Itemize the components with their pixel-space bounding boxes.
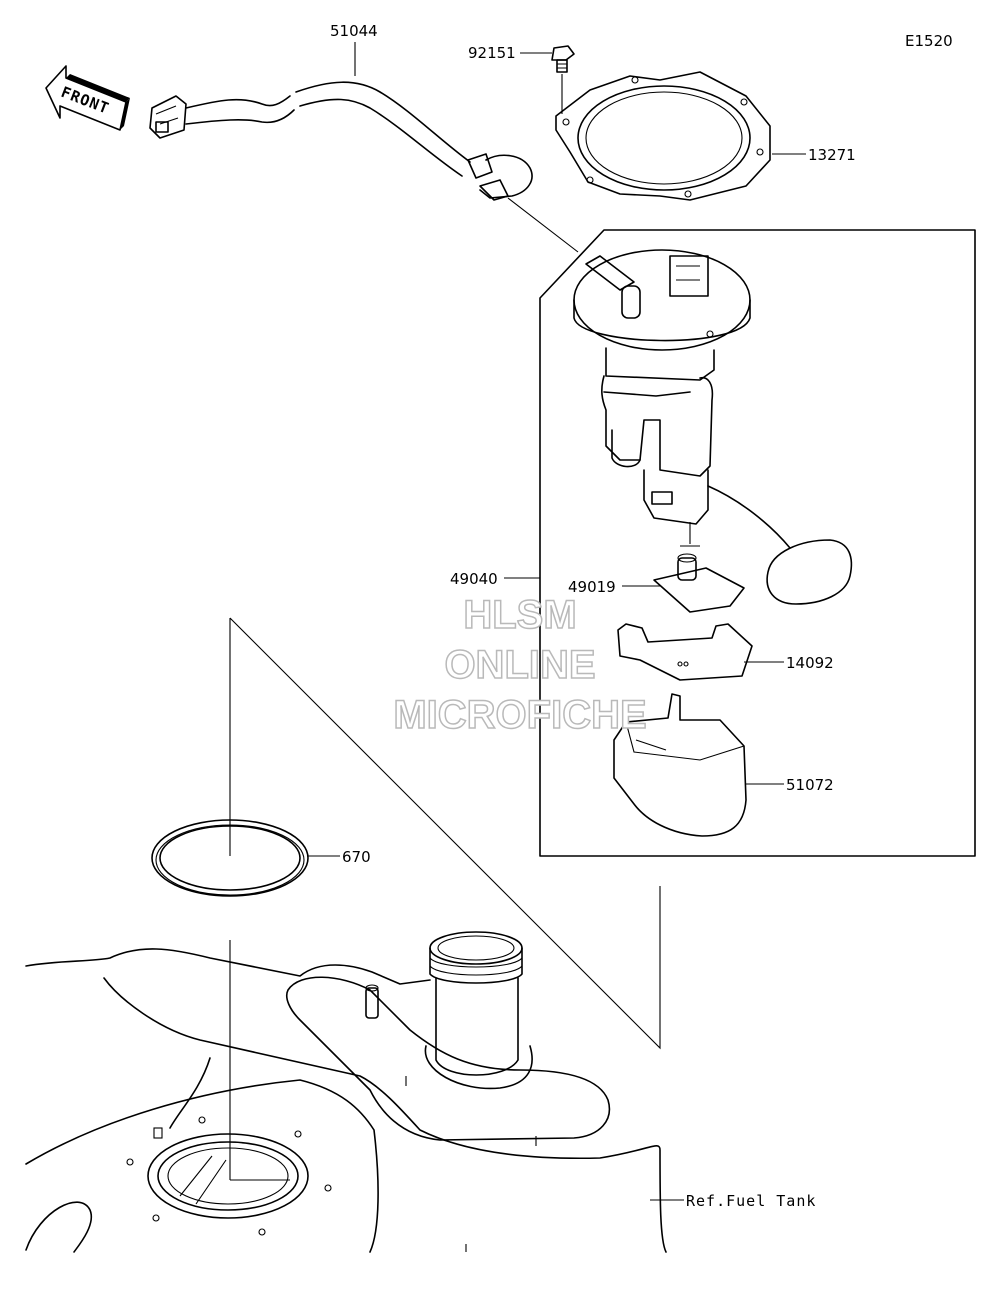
- bolt: [551, 45, 575, 73]
- diagram-code: E1520: [905, 32, 953, 50]
- fuel-pump-assembly: [573, 249, 853, 605]
- label-51044: 51044: [330, 22, 378, 40]
- label-ref-fuel-tank: Ref.Fuel Tank: [686, 1192, 816, 1210]
- guide-line-diagonal: [229, 617, 661, 1050]
- watermark: HLSM ONLINE MICROFICHE: [393, 592, 648, 738]
- o-ring: [151, 819, 309, 897]
- fuel-cup: [613, 693, 747, 837]
- gasket-plate: [555, 71, 771, 201]
- label-92151: 92151: [468, 44, 516, 62]
- watermark-line-3: MICROFICHE: [393, 693, 646, 737]
- leader-hose-to-pump: [507, 197, 579, 253]
- fuel-filter: [653, 553, 745, 613]
- label-49040: 49040: [450, 570, 498, 588]
- watermark-line-1: HLSM: [463, 593, 576, 637]
- label-13271: 13271: [808, 146, 856, 164]
- watermark-line-2: ONLINE: [444, 643, 595, 687]
- pump-assembly-box: [539, 229, 976, 857]
- label-51072: 51072: [786, 776, 834, 794]
- front-arrow-icon: FRONT: [45, 65, 130, 131]
- fuel-hose: [149, 81, 533, 201]
- fuel-tank: [25, 931, 667, 1253]
- label-49019: 49019: [568, 578, 616, 596]
- bracket: [617, 623, 753, 681]
- label-670: 670: [342, 848, 371, 866]
- label-14092: 14092: [786, 654, 834, 672]
